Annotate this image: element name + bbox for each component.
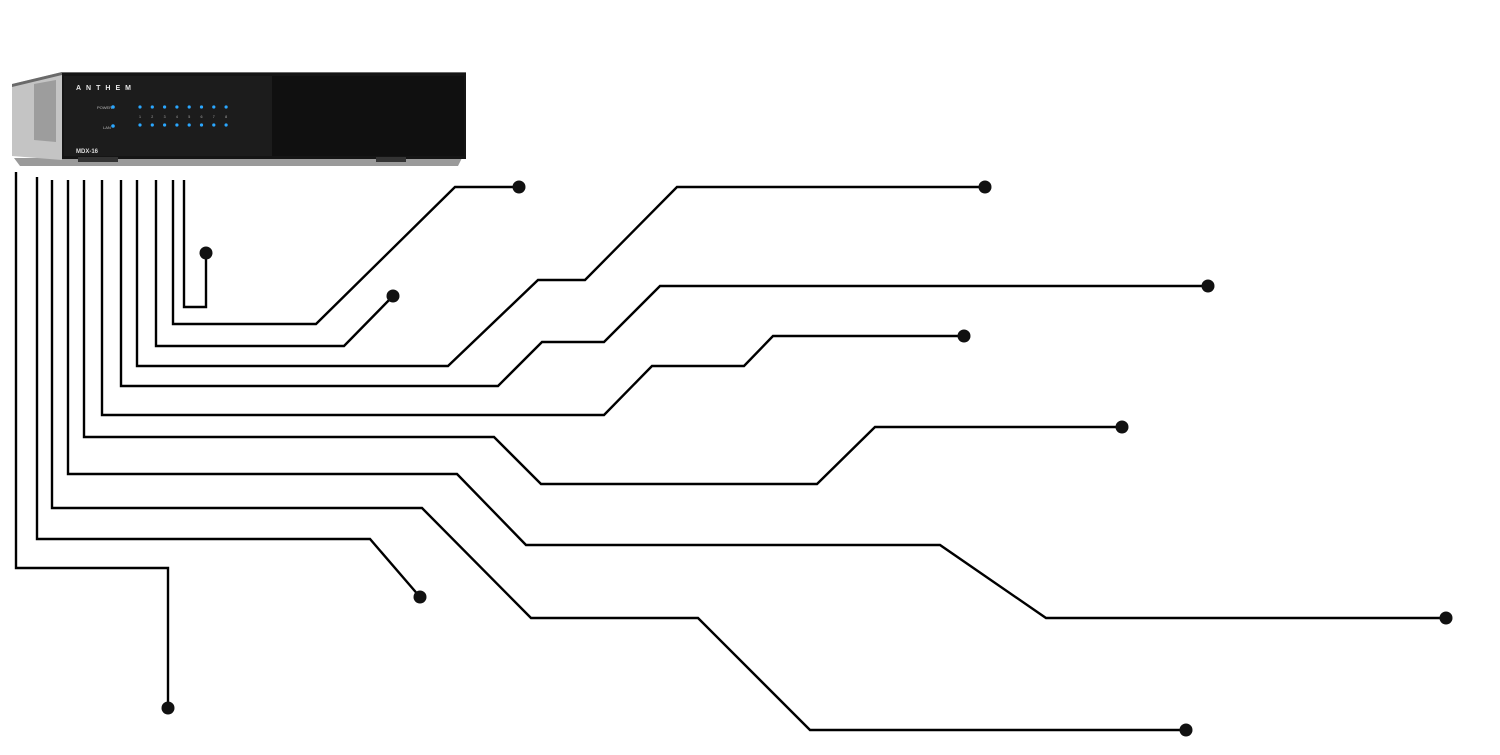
- connection-line-4: [66, 180, 1446, 620]
- channel-number: 3: [164, 115, 166, 119]
- channel-led: [138, 105, 142, 109]
- brand-logo: ANTHEM: [76, 85, 136, 92]
- amplifier-device: ANTHEM POWER LAN MDX-16 1 2 3 4 5 6 7 8: [12, 72, 466, 166]
- device-foot-right: [376, 157, 406, 162]
- channel-led: [199, 105, 204, 109]
- channel-number: 7: [213, 115, 215, 119]
- device-side-vent: [34, 80, 56, 142]
- connection-line-6: [100, 180, 964, 417]
- channel-led: [163, 105, 167, 109]
- endpoint-dot: [1179, 723, 1193, 737]
- lan-led: [111, 124, 115, 128]
- power-led: [111, 105, 115, 109]
- channel-led: [163, 123, 167, 127]
- endpoint-dot: [1115, 420, 1129, 434]
- connection-line-3: [50, 180, 1186, 732]
- endpoint-dot: [512, 180, 526, 194]
- channel-number: 6: [201, 115, 203, 119]
- connection-line-5: [82, 180, 1122, 486]
- channel-number: 5: [188, 115, 190, 119]
- connection-line-9: [154, 180, 394, 348]
- channel-number: 8: [225, 115, 227, 119]
- device-base: [14, 158, 462, 166]
- channel-led: [199, 123, 204, 127]
- channel-number: 4: [176, 115, 178, 119]
- channel-led: [212, 123, 216, 127]
- connection-line-8: [135, 180, 985, 368]
- channel-led: [224, 123, 228, 127]
- endpoint-dot: [199, 246, 213, 260]
- channel-number-row: 1 2 3 4 5 6 7 8: [139, 115, 227, 119]
- endpoint-dot: [161, 701, 175, 715]
- led-array: [111, 105, 228, 128]
- endpoint-dot: [1201, 279, 1215, 293]
- device-display-panel: [64, 76, 272, 156]
- channel-led: [187, 123, 191, 127]
- channel-led: [150, 123, 154, 127]
- power-label: POWER: [97, 105, 112, 110]
- device-foot-left: [78, 157, 118, 162]
- connection-endpoints: [161, 180, 1453, 737]
- channel-number: 1: [139, 115, 141, 119]
- connection-line-1: [14, 172, 170, 708]
- endpoint-dot: [413, 590, 427, 604]
- channel-led: [224, 105, 228, 109]
- endpoint-dot: [386, 289, 400, 303]
- device-right-panel: [272, 76, 464, 156]
- connection-line-2: [35, 177, 421, 598]
- channel-led: [150, 105, 154, 109]
- channel-led: [175, 105, 179, 109]
- endpoint-dot: [957, 329, 971, 343]
- channel-led: [175, 123, 179, 127]
- channel-led: [138, 123, 142, 127]
- channel-number: 2: [151, 115, 153, 119]
- model-label: MDX-16: [76, 149, 99, 155]
- connection-line-7: [119, 180, 1208, 388]
- connection-lines: [14, 172, 1446, 732]
- channel-led: [187, 105, 191, 109]
- connection-line-11: [182, 180, 208, 309]
- connection-line-10: [171, 180, 519, 326]
- endpoint-dot: [978, 180, 992, 194]
- channel-led: [212, 105, 216, 109]
- lan-label: LAN: [103, 125, 111, 130]
- endpoint-dot: [1439, 611, 1453, 625]
